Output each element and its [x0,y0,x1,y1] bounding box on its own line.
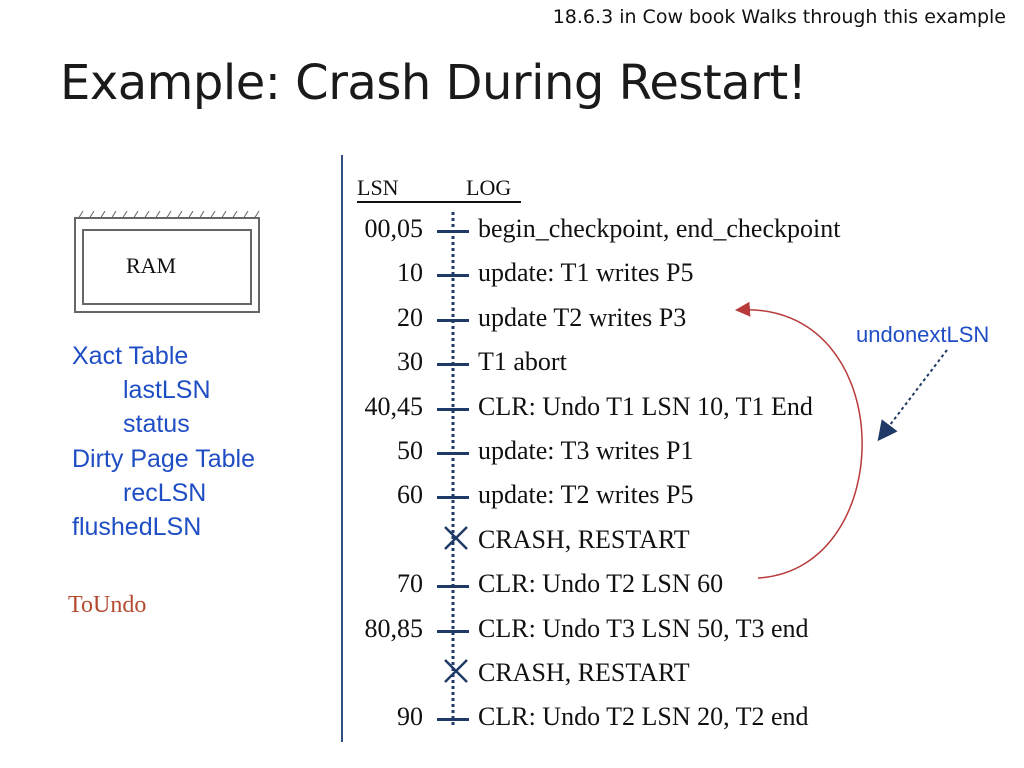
log-entry-text: CRASH, RESTART [478,658,690,687]
log-column-header: LOG [466,175,512,200]
log-entry-text: CLR: Undo T1 LSN 10, T1 End [478,391,813,421]
log-row-crash: CRASH, RESTART [0,525,1024,569]
log-tick-mark [437,407,469,411]
flushed-lsn-label: flushedLSN [72,513,202,541]
log-lsn: 80,85 [364,613,424,643]
undonext-arc [735,301,863,579]
log-row: 30 T1 abort [0,347,1024,391]
xact-table-label: Xact Table [72,342,189,370]
status-label: status [123,410,190,438]
log-tick-mark [437,230,469,233]
source-note: 18.6.3 in Cow book Walks through this ex… [552,6,1006,28]
log-lsn: 70 [397,569,423,599]
log-entry-text: CRASH, RESTART [478,524,690,554]
log-row: 50 update: T3 writes P1 [0,436,1024,480]
log-lsn: 50 [397,436,423,465]
log-row: 90 CLR: Undo T2 LSN 20, T2 end [0,702,1024,746]
log-tick-mark [437,585,469,589]
log-entry-text: update: T1 writes P5 [478,258,694,288]
log-row: 80,85 CLR: Undo T3 LSN 50, T3 end [0,614,1024,658]
ram-inner-frame [82,229,252,305]
log-lsn: 10 [397,258,423,288]
last-lsn-label: lastLSN [123,376,211,404]
log-tick-mark [437,629,469,633]
log-entry-text: CLR: Undo T2 LSN 20, T2 end [478,702,809,732]
log-lsn: 60 [397,480,423,510]
log-lsn: 30 [397,347,423,377]
log-lsn: 00,05 [364,214,424,243]
vertical-divider [341,155,343,742]
undonext-lsn-label: undonextLSN [856,322,990,347]
log-tick-mark [437,496,469,500]
ram-label: RAM [126,253,177,278]
log-entry-text: update: T2 writes P5 [478,480,694,510]
log-row: 60 update: T2 writes P5 [0,480,1024,524]
log-entry-text: begin_checkpoint, end_checkpoint [478,214,841,243]
log-lsn: 40,45 [364,391,424,421]
log-lsn: 20 [397,302,423,332]
lsn-column-header: LSN [357,175,399,200]
log-row-crash: CRASH, RESTART [0,658,1024,702]
to-undo-label: ToUndo [68,592,147,618]
log-tick-mark [437,452,469,455]
slide-title: Example: Crash During Restart! [60,55,807,111]
log-tick-mark [437,363,469,367]
log-tick-mark [437,318,469,322]
log-tick-mark [437,718,469,722]
rec-lsn-label: recLSN [123,479,207,507]
log-entry-text: CLR: Undo T2 LSN 60 [478,569,724,599]
ram-box [74,217,260,313]
log-row: 70 CLR: Undo T2 LSN 60 [0,569,1024,613]
log-row: 40,45 CLR: Undo T1 LSN 10, T1 End [0,392,1024,436]
dirty-page-table-label: Dirty Page Table [72,445,255,473]
log-entry-text: update: T3 writes P1 [478,436,694,465]
log-row: 10 update: T1 writes P5 [0,258,1024,302]
crash-x-icon [444,659,468,683]
header-underline [357,201,521,203]
log-entry-text: T1 abort [478,347,567,377]
log-entry-text: CLR: Undo T3 LSN 50, T3 end [478,613,809,643]
undonext-pointer [877,349,948,442]
log-row: 00,05 begin_checkpoint, end_checkpoint [0,214,1024,258]
log-tick-mark [437,274,469,278]
log-lsn: 90 [397,702,423,732]
log-entry-text: update T2 writes P3 [478,302,687,332]
log-row: 20 update T2 writes P3 [0,303,1024,347]
crash-x-icon [444,525,468,550]
